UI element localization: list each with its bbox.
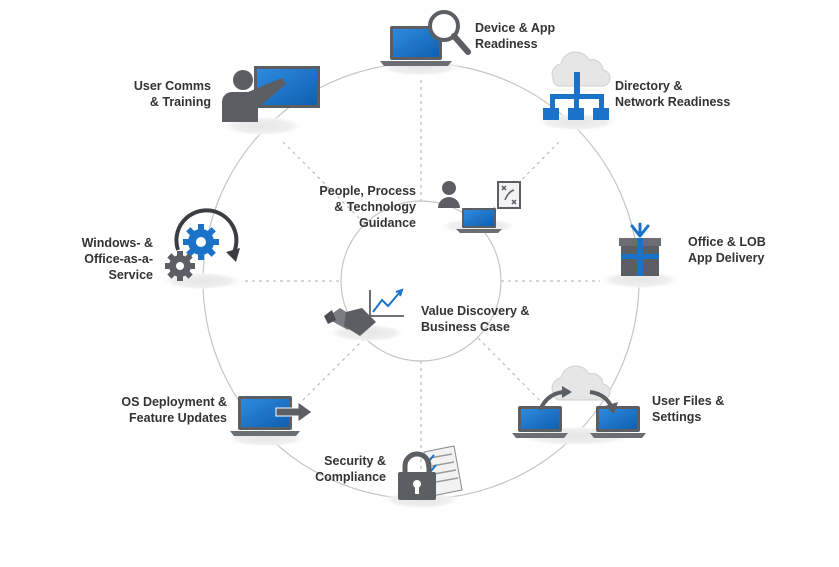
label-os-deployment: OS Deployment & Feature Updates — [121, 394, 227, 426]
file-sync-icon — [512, 365, 646, 446]
label-line: Windows- & — [81, 236, 153, 250]
laptop-update-icon — [224, 396, 313, 447]
label-line: Directory & — [615, 79, 683, 93]
label-line: Business Case — [421, 320, 510, 334]
label-user-files: User Files & Settings — [652, 393, 724, 425]
label-line: Guidance — [359, 216, 416, 230]
label-line: Feature Updates — [129, 411, 227, 425]
label-line: Compliance — [315, 470, 386, 484]
label-line: Security & — [324, 454, 386, 468]
cloud-network-icon — [535, 51, 619, 131]
lock-document-icon — [381, 445, 463, 509]
people-process-icon — [438, 181, 521, 234]
label-line: Network Readiness — [615, 95, 731, 109]
label-line: OS Deployment & — [121, 395, 227, 409]
label-user-comms: User Comms & Training — [134, 78, 211, 110]
label-line: Office & LOB — [688, 235, 766, 249]
label-line: & Technology — [334, 200, 416, 214]
label-device-app-readiness: Device & App Readiness — [475, 20, 555, 52]
label-line: Value Discovery & — [421, 304, 530, 318]
label-line: & Training — [149, 95, 211, 109]
presenter-screen-icon — [220, 66, 320, 136]
label-line: People, Process — [319, 184, 416, 198]
label-line: Device & App — [475, 21, 556, 35]
label-office-lob: Office & LOB App Delivery — [688, 234, 766, 266]
label-line: Readiness — [475, 37, 538, 51]
label-security-compliance: Security & Compliance — [315, 453, 386, 485]
label-waas: Windows- & Office-as-a- Service — [82, 235, 153, 283]
label-line: User Files & — [652, 394, 725, 408]
label-line: App Delivery — [688, 251, 765, 265]
label-people-process: People, Process & Technology Guidance — [319, 183, 416, 231]
handshake-chart-icon — [324, 288, 407, 342]
label-line: Settings — [652, 410, 702, 424]
label-directory-network: Directory & Network Readiness — [615, 78, 730, 110]
label-line: Office-as-a- — [84, 252, 153, 266]
label-line: User Comms — [133, 79, 211, 93]
label-line: Service — [108, 268, 153, 282]
gift-box-icon — [600, 222, 680, 289]
gears-refresh-icon — [160, 208, 244, 290]
laptop-search-icon — [378, 10, 471, 76]
label-value-discovery: Value Discovery & Business Case — [421, 303, 529, 335]
